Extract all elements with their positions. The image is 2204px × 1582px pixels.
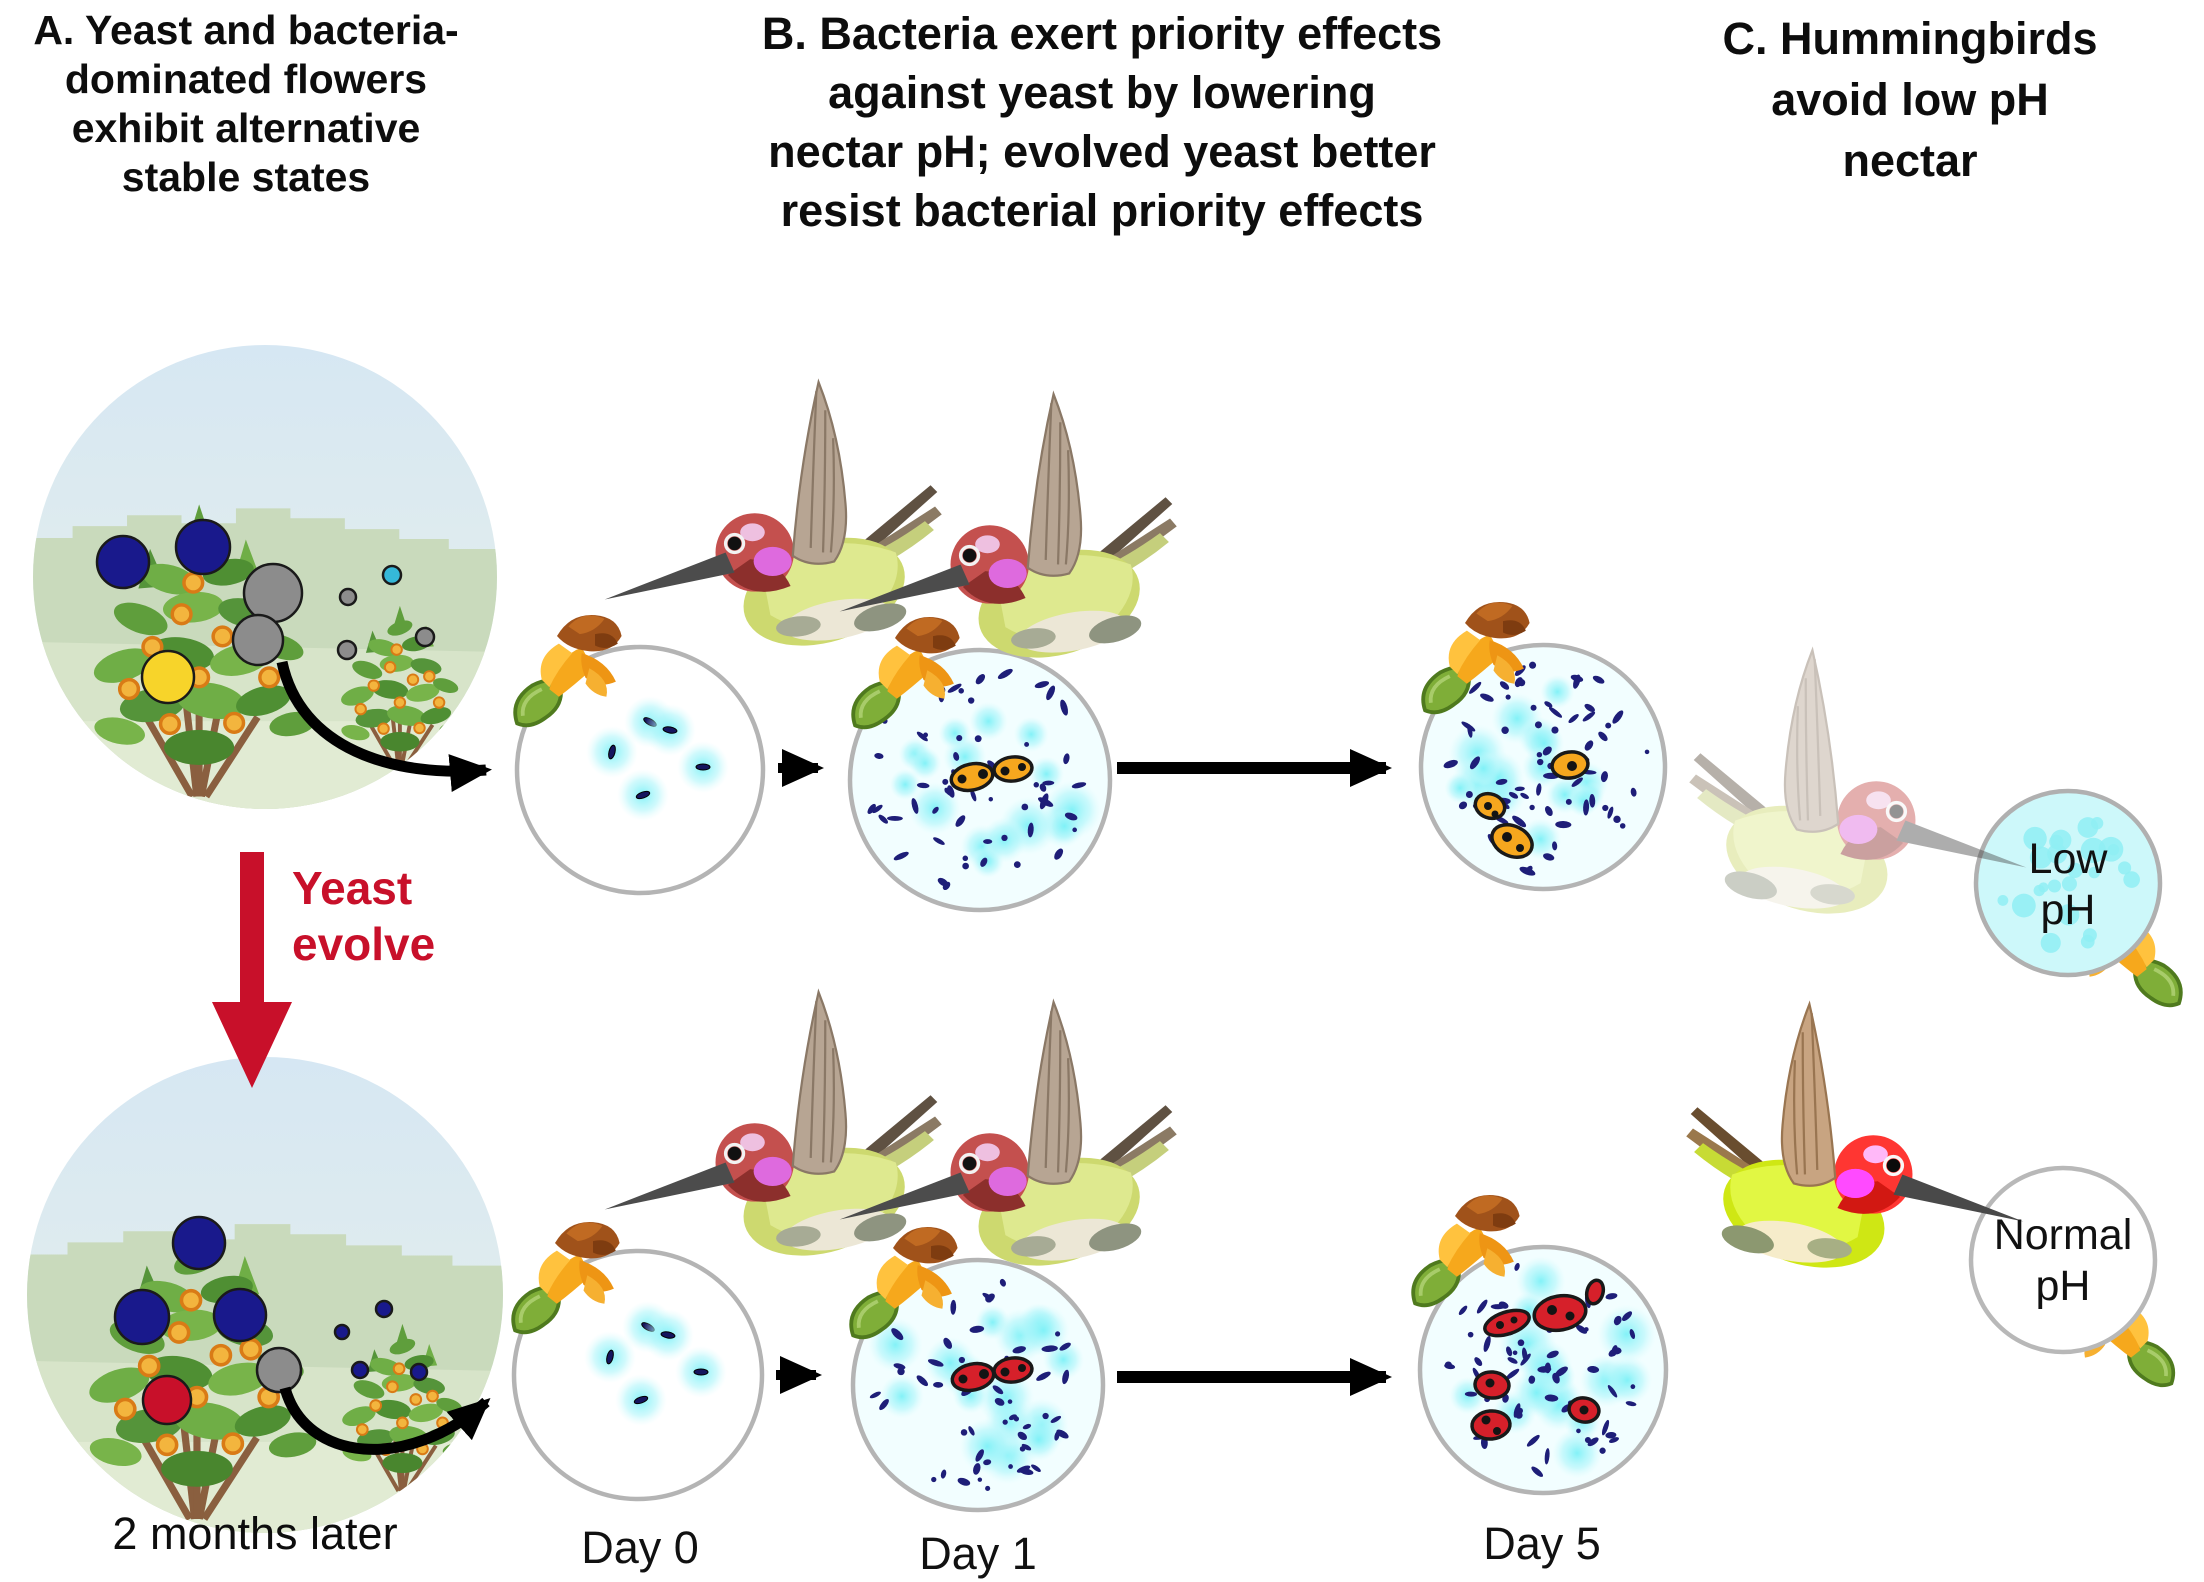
panel-b-title-line: B. Bacteria exert priority effects bbox=[761, 8, 1443, 59]
panel-a-title: A. Yeast and bacteria- dominated flowers… bbox=[0, 6, 492, 202]
low-ph-line: pH bbox=[2040, 886, 2096, 934]
panel-b-title-line: against yeast by lowering bbox=[828, 67, 1376, 118]
yeast-cells-orange bbox=[1473, 750, 1590, 859]
hummingbird-illustration-top-left bbox=[602, 380, 944, 666]
panel-a-title-line: exhibit alternative bbox=[71, 105, 421, 151]
dish-bottom-day0 bbox=[511, 1248, 765, 1502]
normal-ph-line: Normal bbox=[1993, 1211, 2133, 1259]
dish-top-day1 bbox=[847, 647, 1113, 913]
panel-b-title: B. Bacteria exert priority effects again… bbox=[660, 4, 1544, 240]
low-ph-circle bbox=[1973, 788, 2163, 978]
meadow-photo-bottom bbox=[27, 1057, 503, 1533]
flower-state-dots-top bbox=[95, 518, 436, 705]
day-0-label: Day 0 bbox=[581, 1522, 699, 1573]
yeast-evolve-line: Yeast bbox=[292, 862, 413, 914]
yeast-cells-red bbox=[950, 1356, 1034, 1393]
two-months-later-label: 2 months later bbox=[112, 1508, 398, 1559]
normal-ph-label: Normal pH bbox=[1968, 1210, 2158, 1312]
sampling-arrow-top bbox=[276, 660, 492, 792]
dish-bottom-day1 bbox=[850, 1257, 1106, 1513]
normal-ph-line: pH bbox=[2035, 1262, 2091, 1310]
low-ph-label: Low pH bbox=[1973, 834, 2163, 936]
low-ph-line: Low bbox=[2028, 835, 2108, 883]
flower-state-dots-bottom bbox=[113, 1215, 429, 1426]
dish-top-day5 bbox=[1418, 642, 1668, 892]
yeast-evolve-arrow bbox=[212, 852, 292, 1088]
panel-c-title-line: avoid low pH bbox=[1771, 74, 2049, 125]
yeast-cells-red bbox=[1470, 1278, 1606, 1441]
panel-a-title-line: dominated flowers bbox=[64, 56, 428, 102]
panel-a-title-line: stable states bbox=[121, 154, 371, 200]
panel-b-title-line: nectar pH; evolved yeast better bbox=[768, 126, 1436, 177]
day-5-label: Day 5 bbox=[1483, 1518, 1601, 1569]
yeast-evolve-label: Yeast evolve bbox=[292, 860, 435, 972]
panel-a-title-line: A. Yeast and bacteria- bbox=[33, 7, 459, 53]
panel-c-title-line: nectar bbox=[1842, 135, 1978, 186]
panel-c-title-line: C. Hummingbirds bbox=[1722, 13, 2098, 64]
hummingbird-illustration-bottom-left bbox=[602, 990, 944, 1276]
hummingbird-illustration-top-right bbox=[837, 392, 1179, 678]
day-1-label: Day 1 bbox=[919, 1528, 1037, 1579]
sampling-arrow-bottom bbox=[279, 1386, 491, 1455]
yeast-cells-orange bbox=[949, 755, 1034, 793]
dish-bottom-day5 bbox=[1417, 1244, 1669, 1496]
normal-ph-circle bbox=[1968, 1165, 2158, 1355]
yeast-evolve-line: evolve bbox=[292, 918, 436, 970]
panel-b-title-line: resist bacterial priority effects bbox=[780, 185, 1424, 236]
panel-c-title: C. Hummingbirds avoid low pH nectar bbox=[1664, 8, 2156, 191]
dish-top-day0 bbox=[514, 644, 766, 896]
flower-illustration bbox=[511, 600, 2183, 1388]
